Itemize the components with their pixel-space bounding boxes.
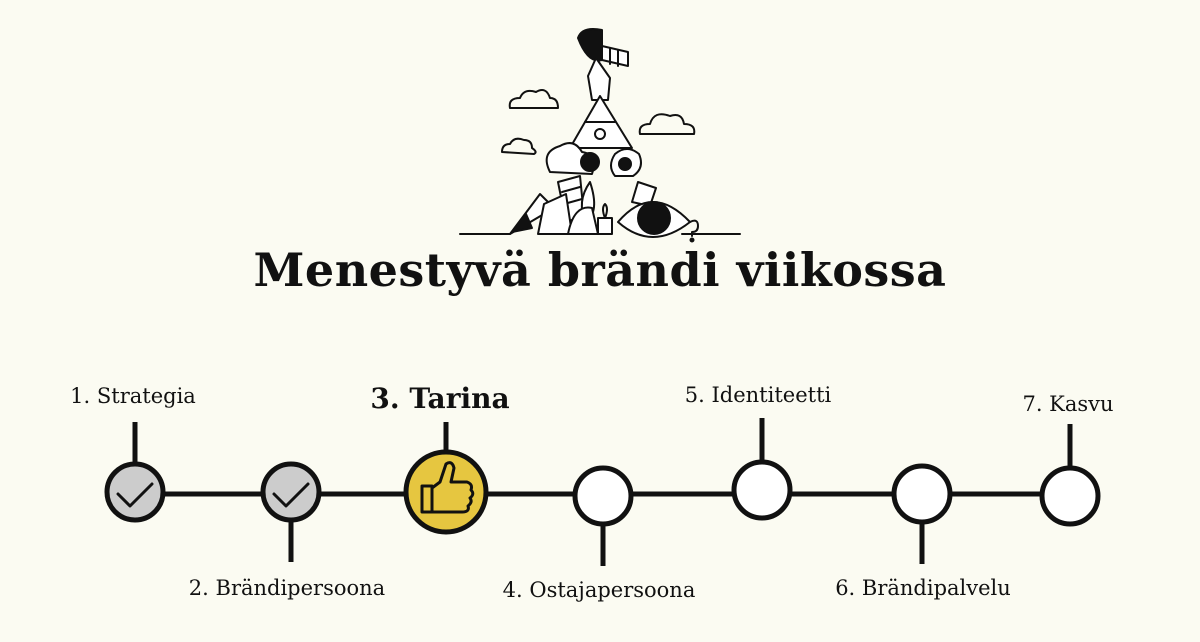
step-2-node — [260, 461, 322, 523]
step-6-node — [891, 463, 953, 525]
step-1-label: 1. Strategia — [70, 384, 196, 408]
step-5-node — [731, 459, 793, 521]
cloud-icon — [508, 89, 559, 109]
step-2-label: 2. Brändipersoona — [188, 576, 386, 600]
cloud-icon — [638, 113, 696, 135]
cloud-icon — [501, 137, 537, 155]
brand-pile-illustration — [459, 28, 741, 243]
step-6-label: 6. Brändipalvelu — [835, 576, 1011, 600]
step-4-label: 4. Ostajapersoona — [502, 578, 696, 602]
step-1-node — [104, 461, 166, 523]
page-title: Menestyvä brändi viikossa — [253, 243, 947, 297]
step-3-node — [403, 449, 489, 535]
step-3-label: 3. Tarina — [370, 382, 510, 415]
thumbs-up-icon — [420, 461, 475, 514]
step-4-node — [572, 465, 634, 527]
step-7-node — [1039, 465, 1101, 527]
step-5-label: 5. Identiteetti — [684, 383, 832, 407]
check-icon — [272, 482, 310, 508]
check-icon — [116, 482, 154, 508]
step-7-label: 7. Kasvu — [1022, 392, 1114, 416]
